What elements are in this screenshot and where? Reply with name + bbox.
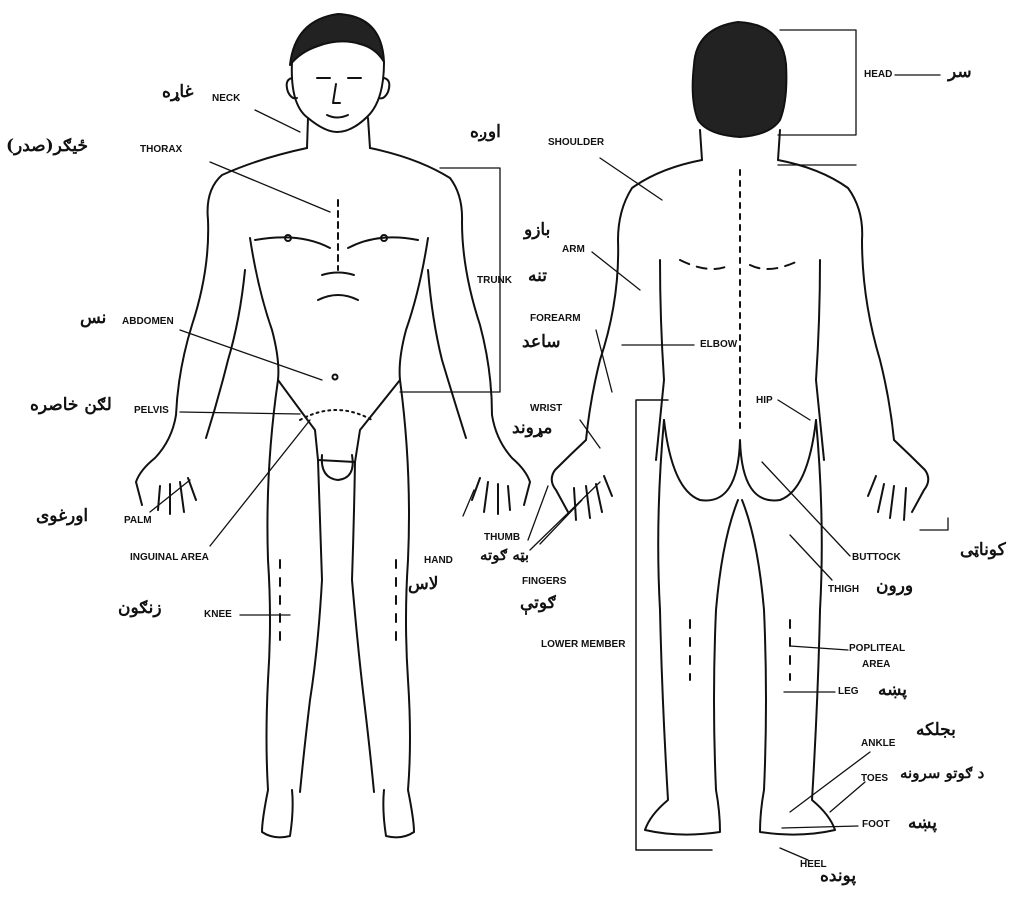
label-popliteal: POPLITEAL <box>849 644 905 654</box>
handwritten-shoulder: اوږه <box>470 124 501 141</box>
label-wrist: WRIST <box>530 404 562 414</box>
label-knee: KNEE <box>204 610 232 620</box>
label-thigh: THIGH <box>828 585 859 595</box>
handwritten-abdomen: نس <box>80 310 106 327</box>
handwritten-thumb: بټه ګوته <box>480 548 529 563</box>
handwritten-thigh: ورون <box>876 578 913 595</box>
handwritten-ankle: بجلکه <box>916 722 956 739</box>
label-forearm: FOREARM <box>530 314 581 324</box>
label-lower-member: LOWER MEMBER <box>541 640 625 650</box>
handwritten-hand: لاس <box>408 576 438 593</box>
label-ankle: ANKLE <box>861 739 895 749</box>
handwritten-forearm: ساعد <box>522 334 561 351</box>
label-trunk: TRUNK <box>477 276 512 286</box>
handwritten-pelvis: لګن خاصره <box>30 397 112 414</box>
label-buttock: BUTTOCK <box>852 553 901 563</box>
label-popliteal-area: AREA <box>862 660 890 670</box>
handwritten-head: سر <box>948 64 972 81</box>
handwritten-leg: پښه <box>878 682 907 699</box>
handwritten-palm: اورغوی <box>36 508 88 525</box>
handwritten-fingers: ګوتې <box>520 595 556 612</box>
label-fingers: FINGERS <box>522 577 566 587</box>
label-elbow: ELBOW <box>700 340 737 350</box>
handwritten-foot: پښه <box>908 815 937 832</box>
label-shoulder: SHOULDER <box>548 138 604 148</box>
label-head: HEAD <box>864 70 892 80</box>
handwritten-toes: د ګوتو سرونه <box>900 766 984 781</box>
handwritten-buttock: کوناټی <box>960 542 1006 559</box>
label-palm: PALM <box>124 516 152 526</box>
handwritten-thorax: ځيګر(صدر) <box>6 138 88 155</box>
handwritten-wrist: مړوند <box>512 420 552 437</box>
label-arm: ARM <box>562 245 585 255</box>
label-inguinal-area: INGUINAL AREA <box>130 553 209 563</box>
handwritten-heel: پونده <box>820 868 856 885</box>
label-thumb: THUMB <box>484 533 520 543</box>
label-abdomen: ABDOMEN <box>122 317 174 327</box>
label-hand: HAND <box>424 556 453 566</box>
handwritten-knee: زنګون <box>118 600 162 617</box>
label-toes: TOES <box>861 774 888 784</box>
label-pelvis: PELVIS <box>134 406 169 416</box>
label-foot: FOOT <box>862 820 890 830</box>
handwritten-trunk: تنه <box>528 268 547 285</box>
back-figure <box>552 22 929 850</box>
label-neck: NECK <box>212 94 240 104</box>
label-leg: LEG <box>838 687 859 697</box>
label-thorax: THORAX <box>140 145 182 155</box>
handwritten-arm: بازو <box>524 222 550 239</box>
handwritten-neck: غاړه <box>162 84 193 101</box>
label-hip: HIP <box>756 396 773 406</box>
